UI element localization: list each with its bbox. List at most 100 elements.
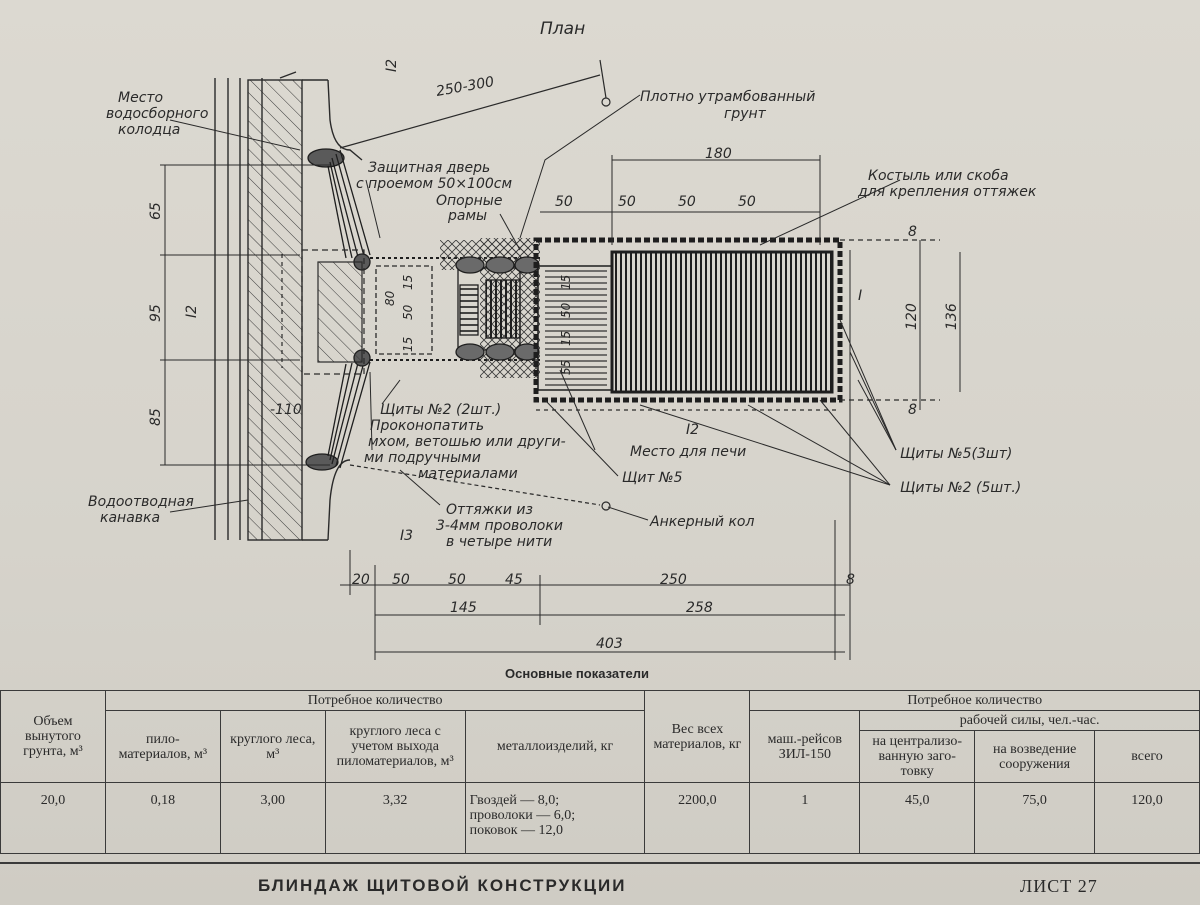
dim-top-50-d: 50 [738, 194, 756, 210]
callout-door-2: с проемом 50×100см [356, 176, 512, 192]
table-caption: Основные показатели [505, 666, 649, 681]
dim-inner-15-a: 15 [401, 275, 415, 290]
dim-inner-55: 55 [559, 360, 573, 375]
cell-labor-central: 45,0 [859, 782, 976, 854]
cell-metal: Гвоздей — 8,0; проволоки — 6,0; поковок … [464, 782, 646, 854]
callout-well-3: колодца [118, 122, 180, 138]
dim-inner-80: 80 [383, 290, 397, 306]
dim-top-50-a: 50 [555, 194, 573, 210]
callout-shields-2-2: Щиты №2 (2шт.) [380, 402, 501, 418]
callout-staple-1: Костыль или скоба [868, 168, 1009, 184]
callout-well-1: Место [118, 90, 163, 106]
callout-caulk-4: материалами [418, 466, 518, 482]
callout-staple-2: для крепления оттяжек [857, 184, 1037, 200]
dim-180: 180 [705, 146, 732, 162]
cell-labor-build: 75,0 [974, 782, 1096, 854]
th-labor-group: рабочей силы, чел.-час. [859, 710, 1200, 731]
section-mark-bottom: I2 [686, 422, 699, 438]
callout-frames-1: Опорные [436, 193, 502, 209]
dim-bottom-50-a: 50 [392, 572, 410, 588]
callout-shield-5: Щит №5 [622, 470, 683, 486]
dugout-room [533, 237, 843, 403]
dim-bottom-20: 20 [352, 572, 370, 588]
dim-inner-15-d: 15 [559, 331, 573, 346]
plan-drawing: План Место водосборного колодца Плотно у… [88, 19, 1037, 660]
dim-top-50-c: 50 [678, 194, 696, 210]
callout-anchor: Анкерный кол [649, 514, 754, 530]
dimension-lines [160, 155, 961, 660]
th-trucks: маш.-рейсов ЗИЛ-150 [749, 710, 861, 783]
th-weight: Вес всех материалов, кг [644, 690, 751, 783]
callout-caulk-3: ми подручными [364, 450, 481, 466]
dim-left-95: 95 [148, 304, 164, 322]
trench-wall [214, 71, 363, 541]
th-labor-central: на централизо- ванную заго- товку [859, 730, 976, 783]
dim-bottom-250: 250 [660, 572, 687, 588]
dim-bottom-45: 45 [505, 572, 523, 588]
callout-caulk-1: Проконопатить [370, 418, 484, 434]
th-round-wood: круглого леса, м³ [219, 710, 326, 783]
specs-table-wrap: Объем вынутого грунта, м³ Потребное коли… [0, 690, 1200, 854]
section-mark-I: I [858, 288, 862, 304]
dim-bottom-258: 258 [686, 600, 713, 616]
callout-compacted-1: Плотно утрамбованный [640, 89, 815, 105]
cell-round-wood: 3,00 [219, 782, 326, 854]
dugout-outline [536, 239, 940, 411]
dim-inner-15-c: 15 [559, 275, 573, 290]
section-mark-3: I3 [400, 528, 413, 544]
table-row: 20,0 0,18 3,00 3,32 Гвоздей — 8,0; прово… [0, 782, 1200, 854]
section-mark-left: I2 [184, 305, 200, 318]
callout-frames-2: рамы [447, 208, 487, 224]
cell-trucks: 1 [749, 782, 861, 854]
callout-guys-1: Оттяжки из [446, 502, 533, 518]
section-mark-top: I2 [384, 59, 400, 72]
th-need-group-2: Потребное количество [749, 690, 1200, 711]
cell-weight: 2200,0 [644, 782, 751, 854]
callout-caulk-2: мхом, ветошью или други- [368, 434, 566, 450]
dim-right-136: 136 [944, 303, 960, 330]
cell-round-wood-yield: 3,32 [324, 782, 466, 854]
dim-right-8-b: 8 [908, 402, 917, 418]
callout-drainage-1: Водоотводная [88, 494, 194, 510]
callout-stove: Место для печи [630, 444, 746, 460]
well-chamber [281, 249, 365, 375]
dim-inner-50: 50 [401, 304, 415, 320]
dim-250-300: 250-300 [435, 74, 495, 100]
callout-compacted-2: грунт [724, 106, 767, 122]
specs-table: Объем вынутого грунта, м³ Потребное коли… [0, 690, 1200, 854]
leader-lines [169, 94, 901, 521]
th-metal: металлоизделий, кг [464, 710, 646, 783]
guy-wires [339, 59, 611, 511]
callout-guys-3: в четыре нити [446, 534, 552, 550]
dim-minus-110: -110 [270, 402, 302, 418]
th-volume: Объем вынутого грунта, м³ [0, 690, 106, 783]
callout-door-1: Защитная дверь [368, 160, 490, 176]
dim-inner-50-b: 50 [559, 302, 573, 318]
cell-volume: 20,0 [0, 782, 106, 854]
cell-lumber: 0,18 [104, 782, 221, 854]
cell-labor-total: 120,0 [1094, 782, 1200, 854]
callout-shields-5-3: Щиты №5(3шт) [900, 446, 1012, 462]
dim-bottom-403: 403 [596, 636, 623, 652]
dim-inner-15-b: 15 [401, 337, 415, 352]
dim-bottom-50-b: 50 [448, 572, 466, 588]
dim-right-120: 120 [904, 303, 920, 330]
callout-shields-2-5: Щиты №2 (5шт.) [900, 480, 1021, 496]
dim-bottom-8: 8 [846, 572, 855, 588]
callout-drainage-2: канавка [100, 510, 160, 526]
sheet-number: ЛИСТ 27 [1020, 876, 1098, 896]
th-labor-build: на возведение сооружения [974, 730, 1096, 783]
th-round-wood-yield: круглого леса с учетом выхода пиломатери… [324, 710, 466, 783]
plan-title: План [540, 19, 585, 39]
th-need-group: Потребное количество [104, 690, 646, 711]
dim-left-85: 85 [148, 408, 164, 426]
dim-top-50-b: 50 [618, 194, 636, 210]
callout-well-2: водосборного [106, 106, 208, 122]
dim-left-65: 65 [148, 202, 164, 220]
corridor [370, 238, 540, 378]
callout-guys-2: 3-4мм проволоки [436, 518, 563, 534]
sheet-title: БЛИНДАЖ ЩИТОВОЙ КОНСТРУКЦИИ [258, 876, 627, 895]
dim-bottom-145: 145 [450, 600, 477, 616]
footer-divider [0, 862, 1200, 864]
dim-right-8-a: 8 [908, 224, 917, 240]
